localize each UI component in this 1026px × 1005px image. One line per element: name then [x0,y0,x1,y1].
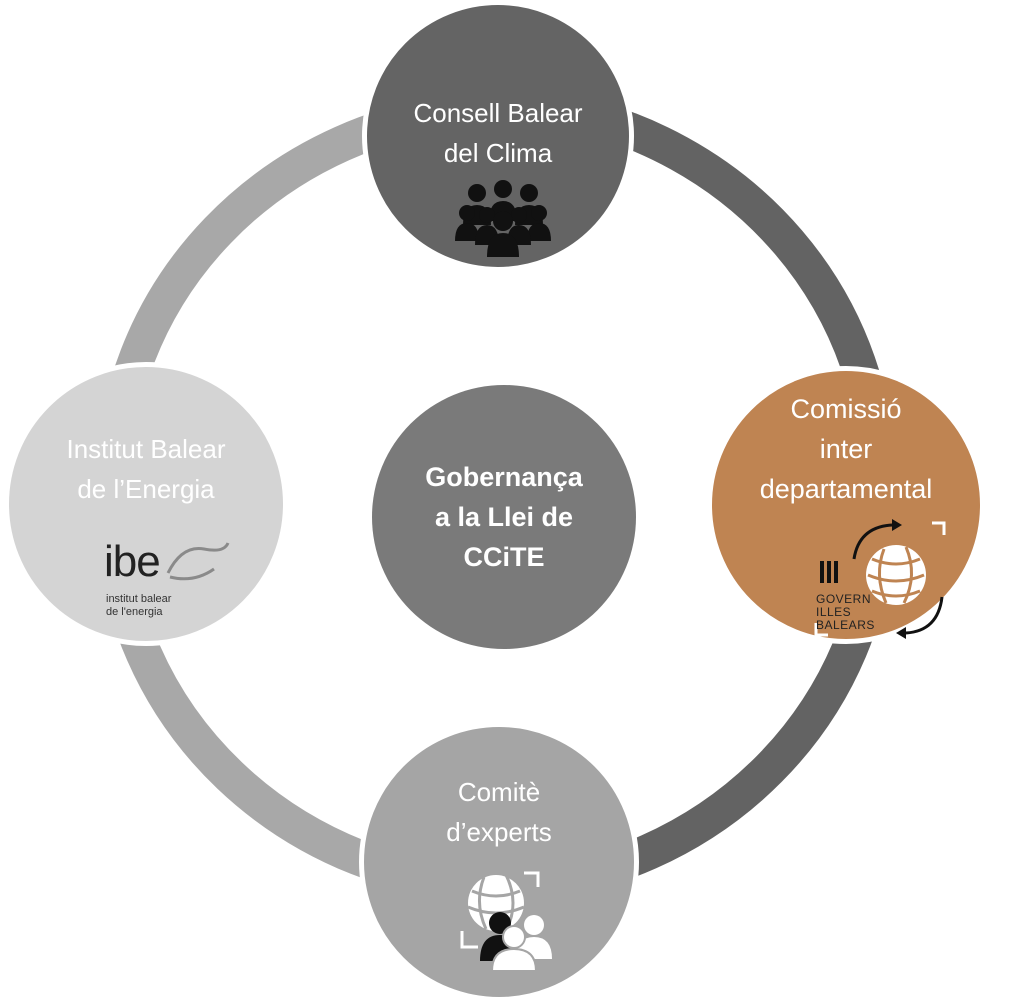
institut-label: Institut Balear de l’Energia [66,434,226,504]
ibe-logo-mark: ibe [104,537,161,586]
ibe-swoosh-icon [166,542,230,581]
node-consell-balear-clima: Consell Balear del Clima [362,0,634,272]
ibe-logo: ibe institut balear de l'energia [104,537,234,622]
globe-cycle-icon [814,519,946,639]
consell-label: Consell Balear del Clima [413,98,583,168]
node-institut-balear-energia: Institut Balear de l’Energia ibe institu… [4,362,288,646]
experts-globe-icon [460,871,552,971]
government-shield-icon [820,561,838,583]
node-comissio-interdepartamental: Comissió inter departamental GOVERN ILLE… [707,366,985,644]
comissio-label: Comissió inter departamental [759,394,933,504]
node-center: Gobernança a la Llei de CCiTE [372,385,636,649]
people-group-icon [455,180,551,257]
center-label: Gobernança a la Llei de CCiTE [425,462,583,572]
node-comite-experts: Comitè d’experts [359,722,639,1002]
govern-logo-text: GOVERN ILLES BALEARS [816,592,875,632]
comite-label: Comitè d’experts [446,777,552,847]
ibe-logo-caption: institut balear de l'energia [106,593,172,618]
